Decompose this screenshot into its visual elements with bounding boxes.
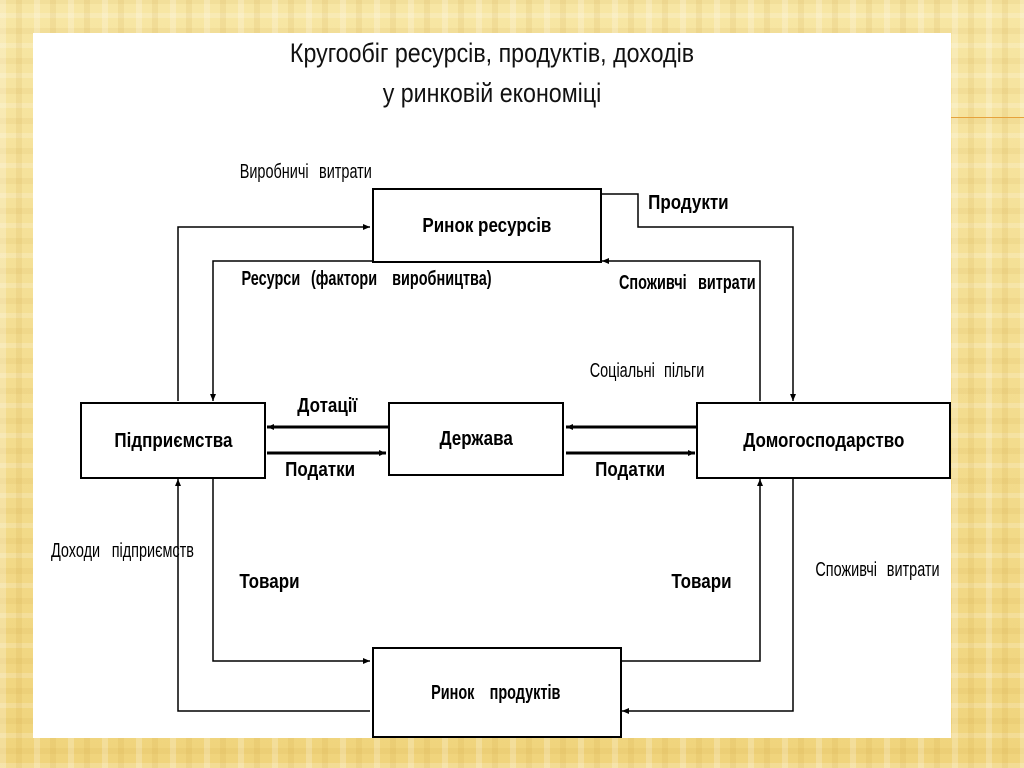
label-subsidies: Дотації bbox=[296, 395, 358, 417]
label-goods-left: Товари bbox=[238, 571, 300, 593]
label-taxes-right: Податки bbox=[595, 459, 665, 481]
arrow-production-costs bbox=[177, 224, 370, 401]
arrow-resources bbox=[210, 260, 373, 401]
title-line-1: Кругообіг ресурсів, продуктів, доходів bbox=[289, 38, 695, 68]
title-line-2: у ринковій економіці bbox=[382, 78, 602, 108]
diagram-title: Кругообіг ресурсів, продуктів, доходів у… bbox=[97, 33, 886, 113]
flow-arrows bbox=[175, 193, 796, 714]
label-goods-right: Товари bbox=[670, 571, 732, 593]
slide: Кругообіг ресурсів, продуктів, доходів у… bbox=[33, 33, 951, 738]
label-taxes-left: Податки bbox=[285, 459, 355, 481]
arrow-products bbox=[600, 193, 796, 401]
arrow-consumer-spending-bottom bbox=[622, 477, 794, 714]
arrow-consumer-spending-top bbox=[602, 258, 761, 401]
arrow-goods-right bbox=[622, 479, 763, 662]
label-products: Продукти bbox=[647, 192, 729, 214]
node-firms: Підприємства bbox=[80, 402, 266, 479]
accent-line bbox=[950, 117, 1024, 118]
node-product-market: Ринок продуктів bbox=[372, 647, 622, 738]
node-state: Держава bbox=[388, 402, 564, 476]
node-households: Домогосподарство bbox=[696, 402, 951, 479]
arrow-firm-income bbox=[175, 479, 370, 712]
arrow-goods-left bbox=[212, 477, 370, 664]
node-resource-market: Ринок ресурсів bbox=[372, 188, 602, 263]
